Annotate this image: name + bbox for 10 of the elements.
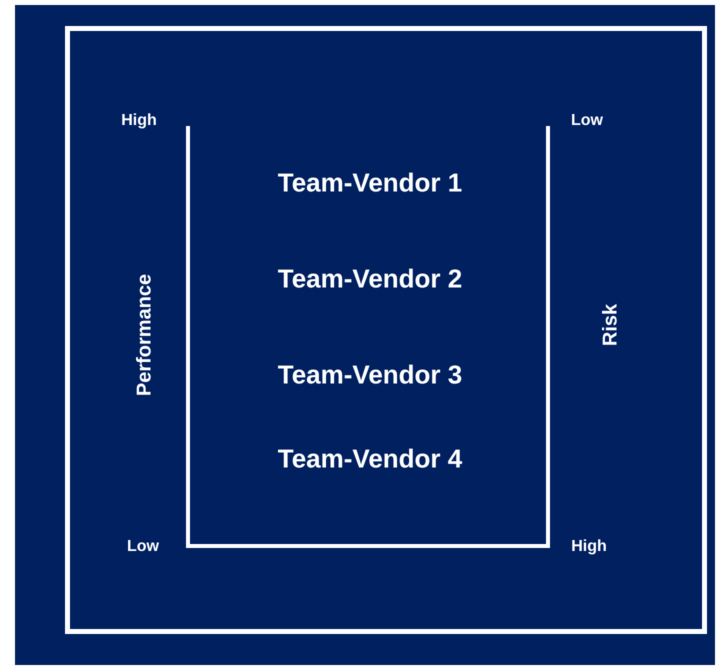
- ranking-item: Team-Vendor 3: [278, 360, 462, 390]
- axis-end-label: Low: [571, 112, 603, 130]
- axis-end-label: High: [571, 538, 607, 556]
- axis-end-label: High: [121, 112, 157, 130]
- axis-end-label: Low: [127, 538, 159, 556]
- axis-title: Performance: [134, 274, 156, 396]
- ranking-item: Team-Vendor 4: [278, 444, 462, 474]
- ranking-item: Team-Vendor 1: [278, 168, 462, 198]
- axis-title: Risk: [600, 304, 622, 346]
- ranking-item: Team-Vendor 2: [278, 264, 462, 294]
